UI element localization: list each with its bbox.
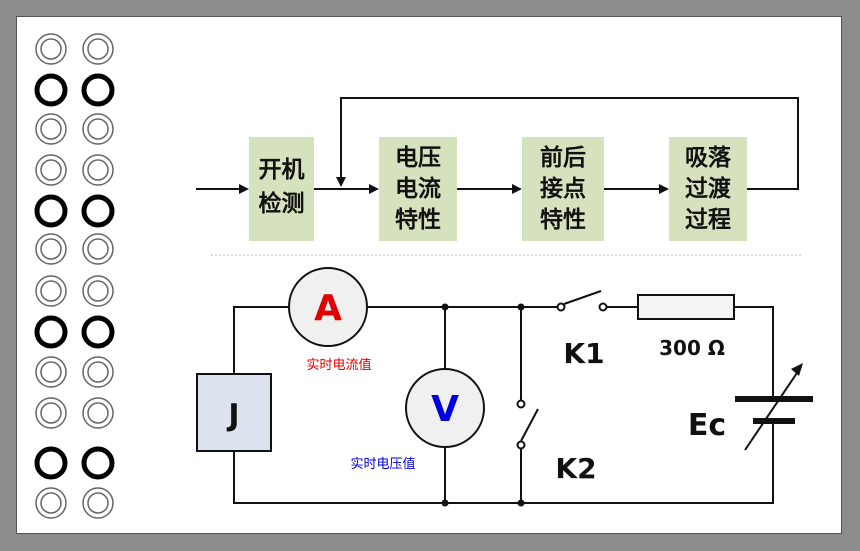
switch-k2 [516,399,539,450]
indicator-ring-icon [35,356,67,388]
block-contact: 前后 接点 特性 [522,137,604,241]
main-panel: 开机 检测 电压 电流 特性 前后 接点 特性 吸落 过渡 过程 [16,16,842,534]
indicator-ring-icon [81,73,115,107]
indicator-ring-icon [81,194,115,228]
input-arrowhead [239,184,249,194]
switch-k1 [556,290,608,312]
resistor-label: 300 Ω [659,336,725,360]
voltmeter [405,368,485,448]
wire-bottom [233,421,774,504]
indicator-ring-icon [82,275,114,307]
voltmeter-caption: 实时电压值 [350,456,415,472]
indicator-ring-icon [35,487,67,519]
source-label: Ec [688,408,726,443]
indicator-ring-icon [82,233,114,265]
ammeter-symbol: A [314,288,342,329]
arrow-2-3-head [512,184,522,194]
block-voltage-current-line3: 特性 [395,207,441,233]
indicator-ring-icon [35,397,67,429]
block-power-check-line2: 检测 [259,190,305,217]
block-voltage-current-line1: 电压 [395,145,441,171]
block-power-check: 开机 检测 [249,137,314,241]
indicator-ring-icon [81,446,115,480]
junction-voltmeter-top [441,303,449,311]
switch-k1-label: K1 [563,337,604,370]
indicator-ring-icon [82,113,114,145]
feedback-arrowhead [336,177,346,187]
block-voltage-current: 电压 电流 特性 [379,137,457,241]
block-contact-line2: 接点 [540,176,586,202]
relay-j [196,373,272,452]
wire-right-top [734,306,774,399]
indicator-ring-icon [35,33,67,65]
indicator-ring-icon [81,315,115,349]
indicator-ring-icon [34,315,68,349]
indicator-ring-icon [34,446,68,480]
indicator-ring-icon [82,356,114,388]
diagram-canvas: 开机 检测 电压 电流 特性 前后 接点 特性 吸落 过渡 过程 [34,33,813,519]
feedback-loop [340,97,799,190]
switch-k2-label: K2 [555,452,596,485]
circuit: J A 实时电流值 V 实时电压值 K1 K2 300 Ω Ec [196,267,813,507]
block-pickup-line2: 过渡 [685,175,732,202]
arrow-3-4-head [659,184,669,194]
block-contact-line3: 特性 [540,207,586,233]
indicator-ring-icon [82,33,114,65]
variable-source-icon [735,363,813,451]
ammeter-caption: 实时电流值 [306,357,371,373]
resistor [637,294,735,320]
indicator-ring-icon [35,154,67,186]
junction-k2-bottom [517,499,525,507]
indicator-ring-icon [82,397,114,429]
junction-k2-top [517,303,525,311]
indicator-ring-icon [82,154,114,186]
indicator-ring-icon [35,113,67,145]
indicator-ring-icon [34,194,68,228]
block-pickup-line1: 吸落 [685,145,732,171]
block-pickup-line3: 过程 [685,207,731,233]
indicator-ring-icon [34,73,68,107]
block-contact-line1: 前后 [540,144,586,171]
block-voltage-current-line2: 电流 [395,175,441,202]
wire-left-top [233,306,289,374]
arrow-1-2-head [369,184,379,194]
indicator-column [34,33,115,519]
indicator-ring-icon [35,275,67,307]
junction-voltmeter-bottom [441,499,449,507]
block-pickup: 吸落 过渡 过程 [669,137,747,241]
voltmeter-symbol: V [431,389,459,430]
indicator-ring-icon [35,233,67,265]
flowchart: 开机 检测 电压 电流 特性 前后 接点 特性 吸落 过渡 过程 [196,97,799,241]
ammeter [288,267,368,347]
relay-j-label: J [226,398,239,433]
block-power-check-line1: 开机 [259,157,305,183]
indicator-ring-icon [82,487,114,519]
